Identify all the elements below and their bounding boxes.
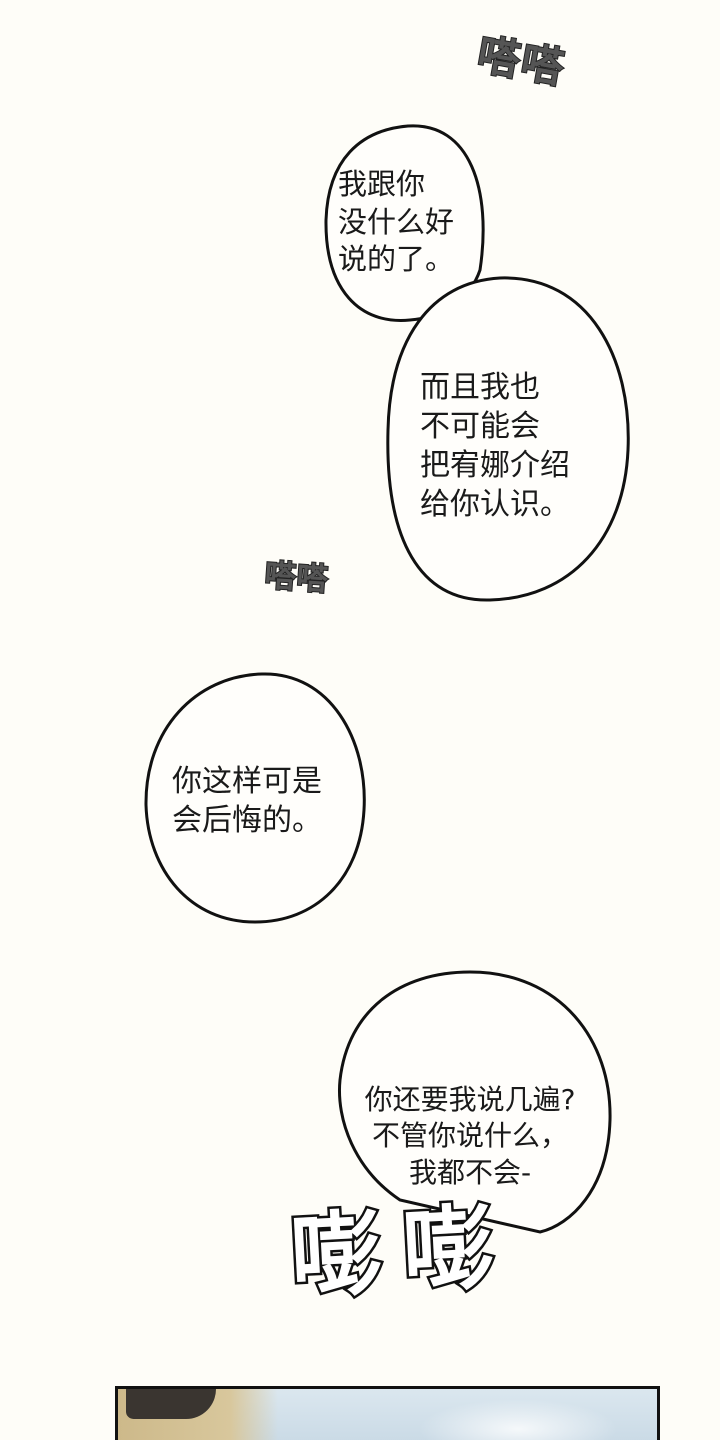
sfx-tap-middle: 嗒嗒 [263,557,331,599]
bubble-2-text: 而且我也 不可能会 把宥娜介绍 给你认识。 [420,370,570,522]
bubble-4-text: 你还要我说几遍? 不管你说什么， 我都不会- [364,1083,576,1189]
sfx-tap-top: 嗒嗒 [473,29,570,95]
bubble-1-text: 我跟你 没什么好 说的了。 [338,167,455,277]
character-hair-image [126,1389,216,1419]
next-panel-preview [115,1386,660,1440]
sky-glow [418,1399,618,1440]
sfx-bang-bottom: 嘭嘭 [285,1191,519,1315]
bubble-3-text: 你这样可是 会后悔的。 [172,764,322,838]
